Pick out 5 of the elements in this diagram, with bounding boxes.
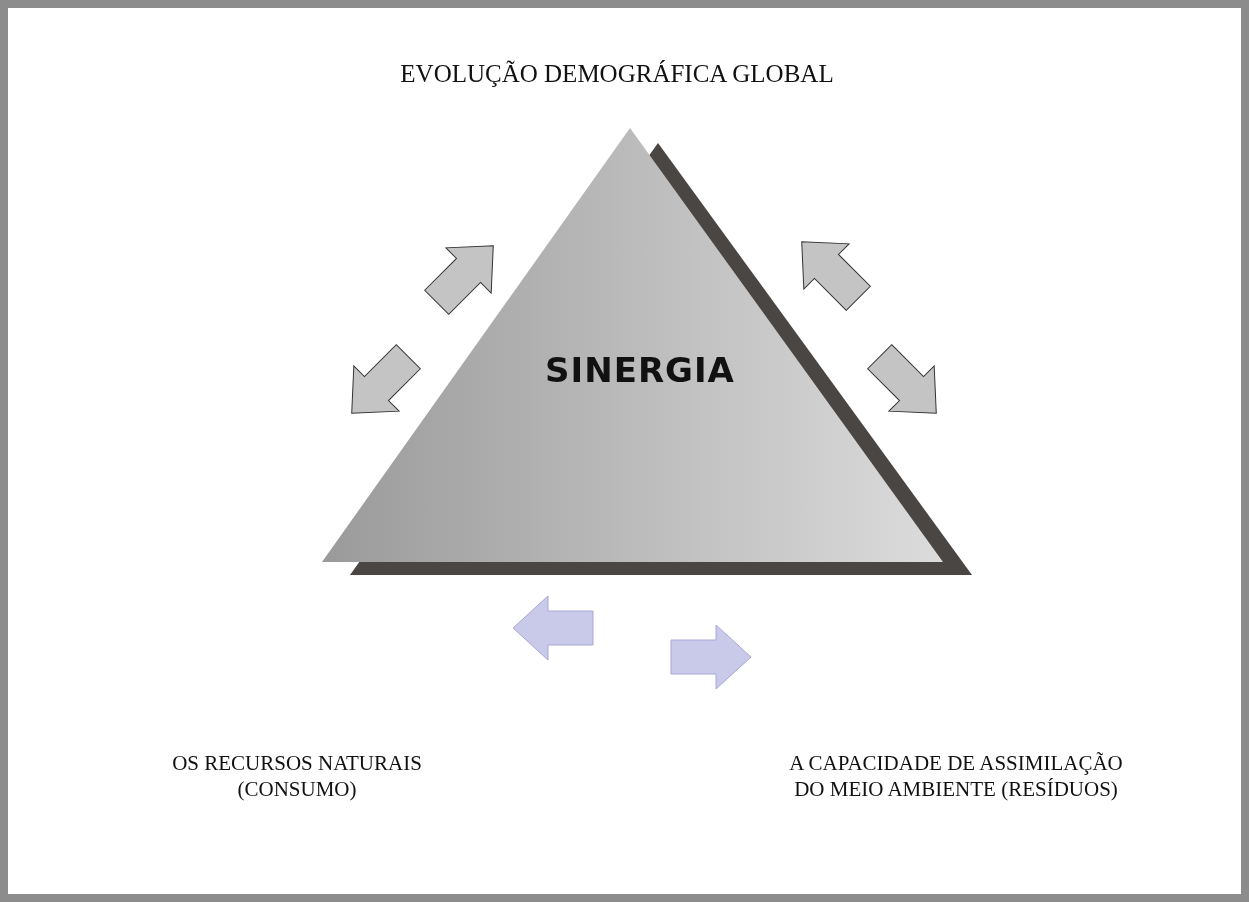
text-label: A CAPACIDADE DE ASSIMILAÇÃO DO MEIO AMBIENTE (RESÍDUOS): [788, 750, 1124, 803]
triangle-shape: [322, 128, 972, 575]
text-label: EVOLUÇÃO DEMOGRÁFICA GLOBAL: [399, 59, 835, 89]
node-label: SINERGIA: [545, 350, 735, 390]
text-label: OS RECURSOS NATURAIS (CONSUMO): [171, 750, 423, 803]
